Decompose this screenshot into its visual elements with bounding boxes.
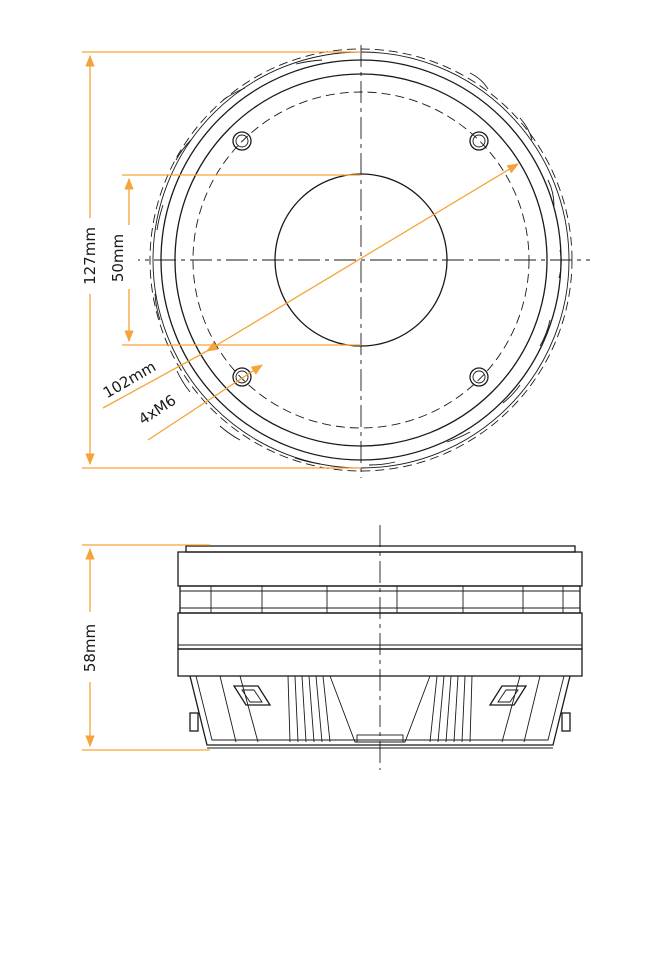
center-diameter-label: 50mm <box>109 234 127 282</box>
dim-line-102mm <box>205 163 520 352</box>
mounting-hole-bottom-right <box>469 367 489 387</box>
side-view-dimensions: 58mm <box>74 544 210 751</box>
height-label: 58mm <box>81 624 99 672</box>
right-side-bolt <box>561 712 571 732</box>
right-slot <box>488 685 528 706</box>
left-slot <box>232 685 272 706</box>
left-side-bolt <box>189 712 199 732</box>
heatsink-fins-left <box>219 675 331 743</box>
mounting-hole-bottom-left <box>232 367 252 387</box>
mounting-hole-top-left <box>232 131 252 151</box>
mounting-hole-top-right <box>469 131 489 151</box>
top-lip <box>185 545 576 553</box>
bolt-circle-label: 102mm <box>100 357 159 402</box>
heatsink-fins-right <box>429 675 541 743</box>
mounting-holes-label: 4xM6 <box>135 391 179 428</box>
overall-diameter-label: 127mm <box>81 227 99 285</box>
dim-line-4xm6 <box>147 364 263 441</box>
side-view <box>177 525 583 770</box>
